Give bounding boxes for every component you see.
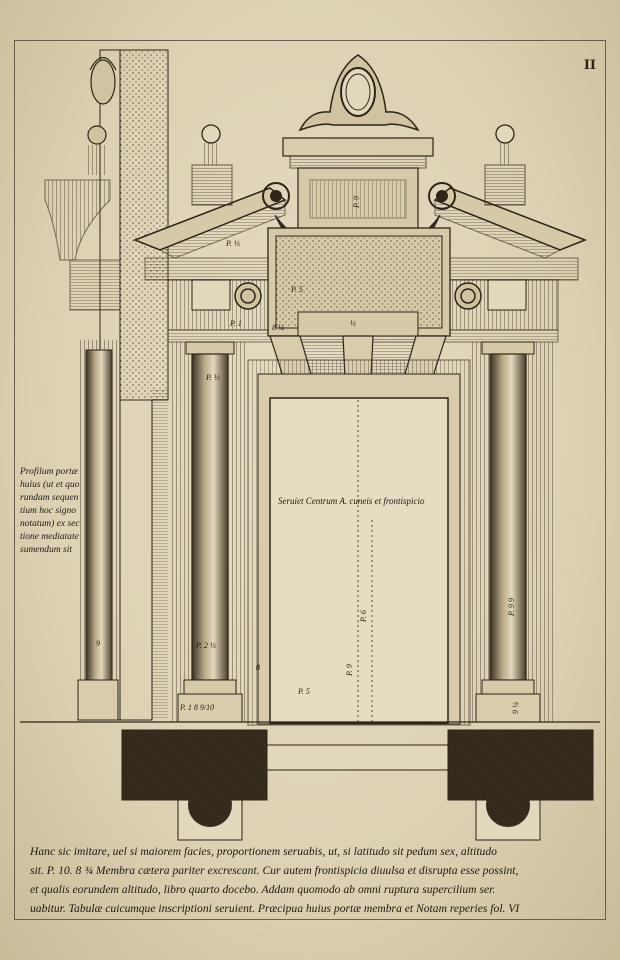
profile-note-line: Profilum portæ — [20, 467, 78, 477]
caption-line: et qualis eorundem altitudo, libro quart… — [30, 883, 496, 896]
attic-block — [282, 137, 434, 231]
caption-line: Hanc sic imitare, uel si maiorem facies,… — [30, 845, 497, 858]
measure-label: P. 6 — [359, 610, 368, 623]
profile-note-line: huius (ut et quo — [20, 480, 80, 490]
plate-caption: Hanc sic imitare, uel si maiorem facies,… — [30, 842, 596, 918]
profile-note-line: sumendum sit — [20, 545, 72, 555]
profile-note-line: tium hoc signo — [20, 506, 76, 516]
measure-label: 8 ¼ — [272, 323, 284, 332]
left-column — [170, 341, 248, 723]
ground-plan — [20, 721, 600, 841]
measure-label: P. 5 — [297, 687, 310, 696]
plate-border — [14, 40, 606, 920]
measure-label: 8 — [256, 663, 260, 672]
right-column — [470, 341, 556, 723]
measure-label: P. 2 ½ — [195, 641, 216, 650]
center-annotation: Seruiet Centrum A. cuneis et frontispici… — [278, 496, 425, 506]
measure-label: 9 ¼ — [511, 702, 520, 714]
caption-line: uabitur. Tabulæ cuicumque inscriptioni s… — [30, 902, 520, 915]
profile-note-line: notatum) ex sec — [20, 519, 80, 529]
measure-label: P. 9 9 — [507, 598, 516, 617]
profile-annotation: Profilum portæ huius (ut et quo rundam s… — [20, 466, 92, 557]
profile-note-line: rundam sequen — [20, 493, 79, 503]
crest-cartouche — [298, 54, 420, 132]
measure-label: P. 1 8 9/10 — [179, 703, 214, 712]
measure-label: P. 9 — [352, 196, 361, 209]
measure-label: ½ — [350, 319, 356, 328]
measure-label: P. 5 — [290, 285, 303, 294]
folio-number: II — [583, 58, 596, 73]
caption-line: sit. P. 10. 8 ¾ Membra cætera pariter ex… — [30, 864, 519, 877]
measure-label: P. ½ — [205, 373, 220, 382]
broken-pediment — [132, 124, 588, 259]
measure-label: P. 1 — [229, 319, 242, 328]
measure-label: 9 — [96, 639, 100, 648]
door-frame — [247, 359, 471, 726]
measure-label: P. ½ — [225, 239, 240, 248]
entablature — [144, 227, 579, 343]
profile-note-line: tione mediatate — [20, 532, 79, 542]
measurement-labels: P. ½ P. 5 P. 1 8 ¼ ½ P. ½ P. 9 P. 6 P. 9… — [96, 196, 520, 714]
left-profile-column — [77, 349, 119, 721]
measure-label: P. 9 — [345, 664, 354, 677]
